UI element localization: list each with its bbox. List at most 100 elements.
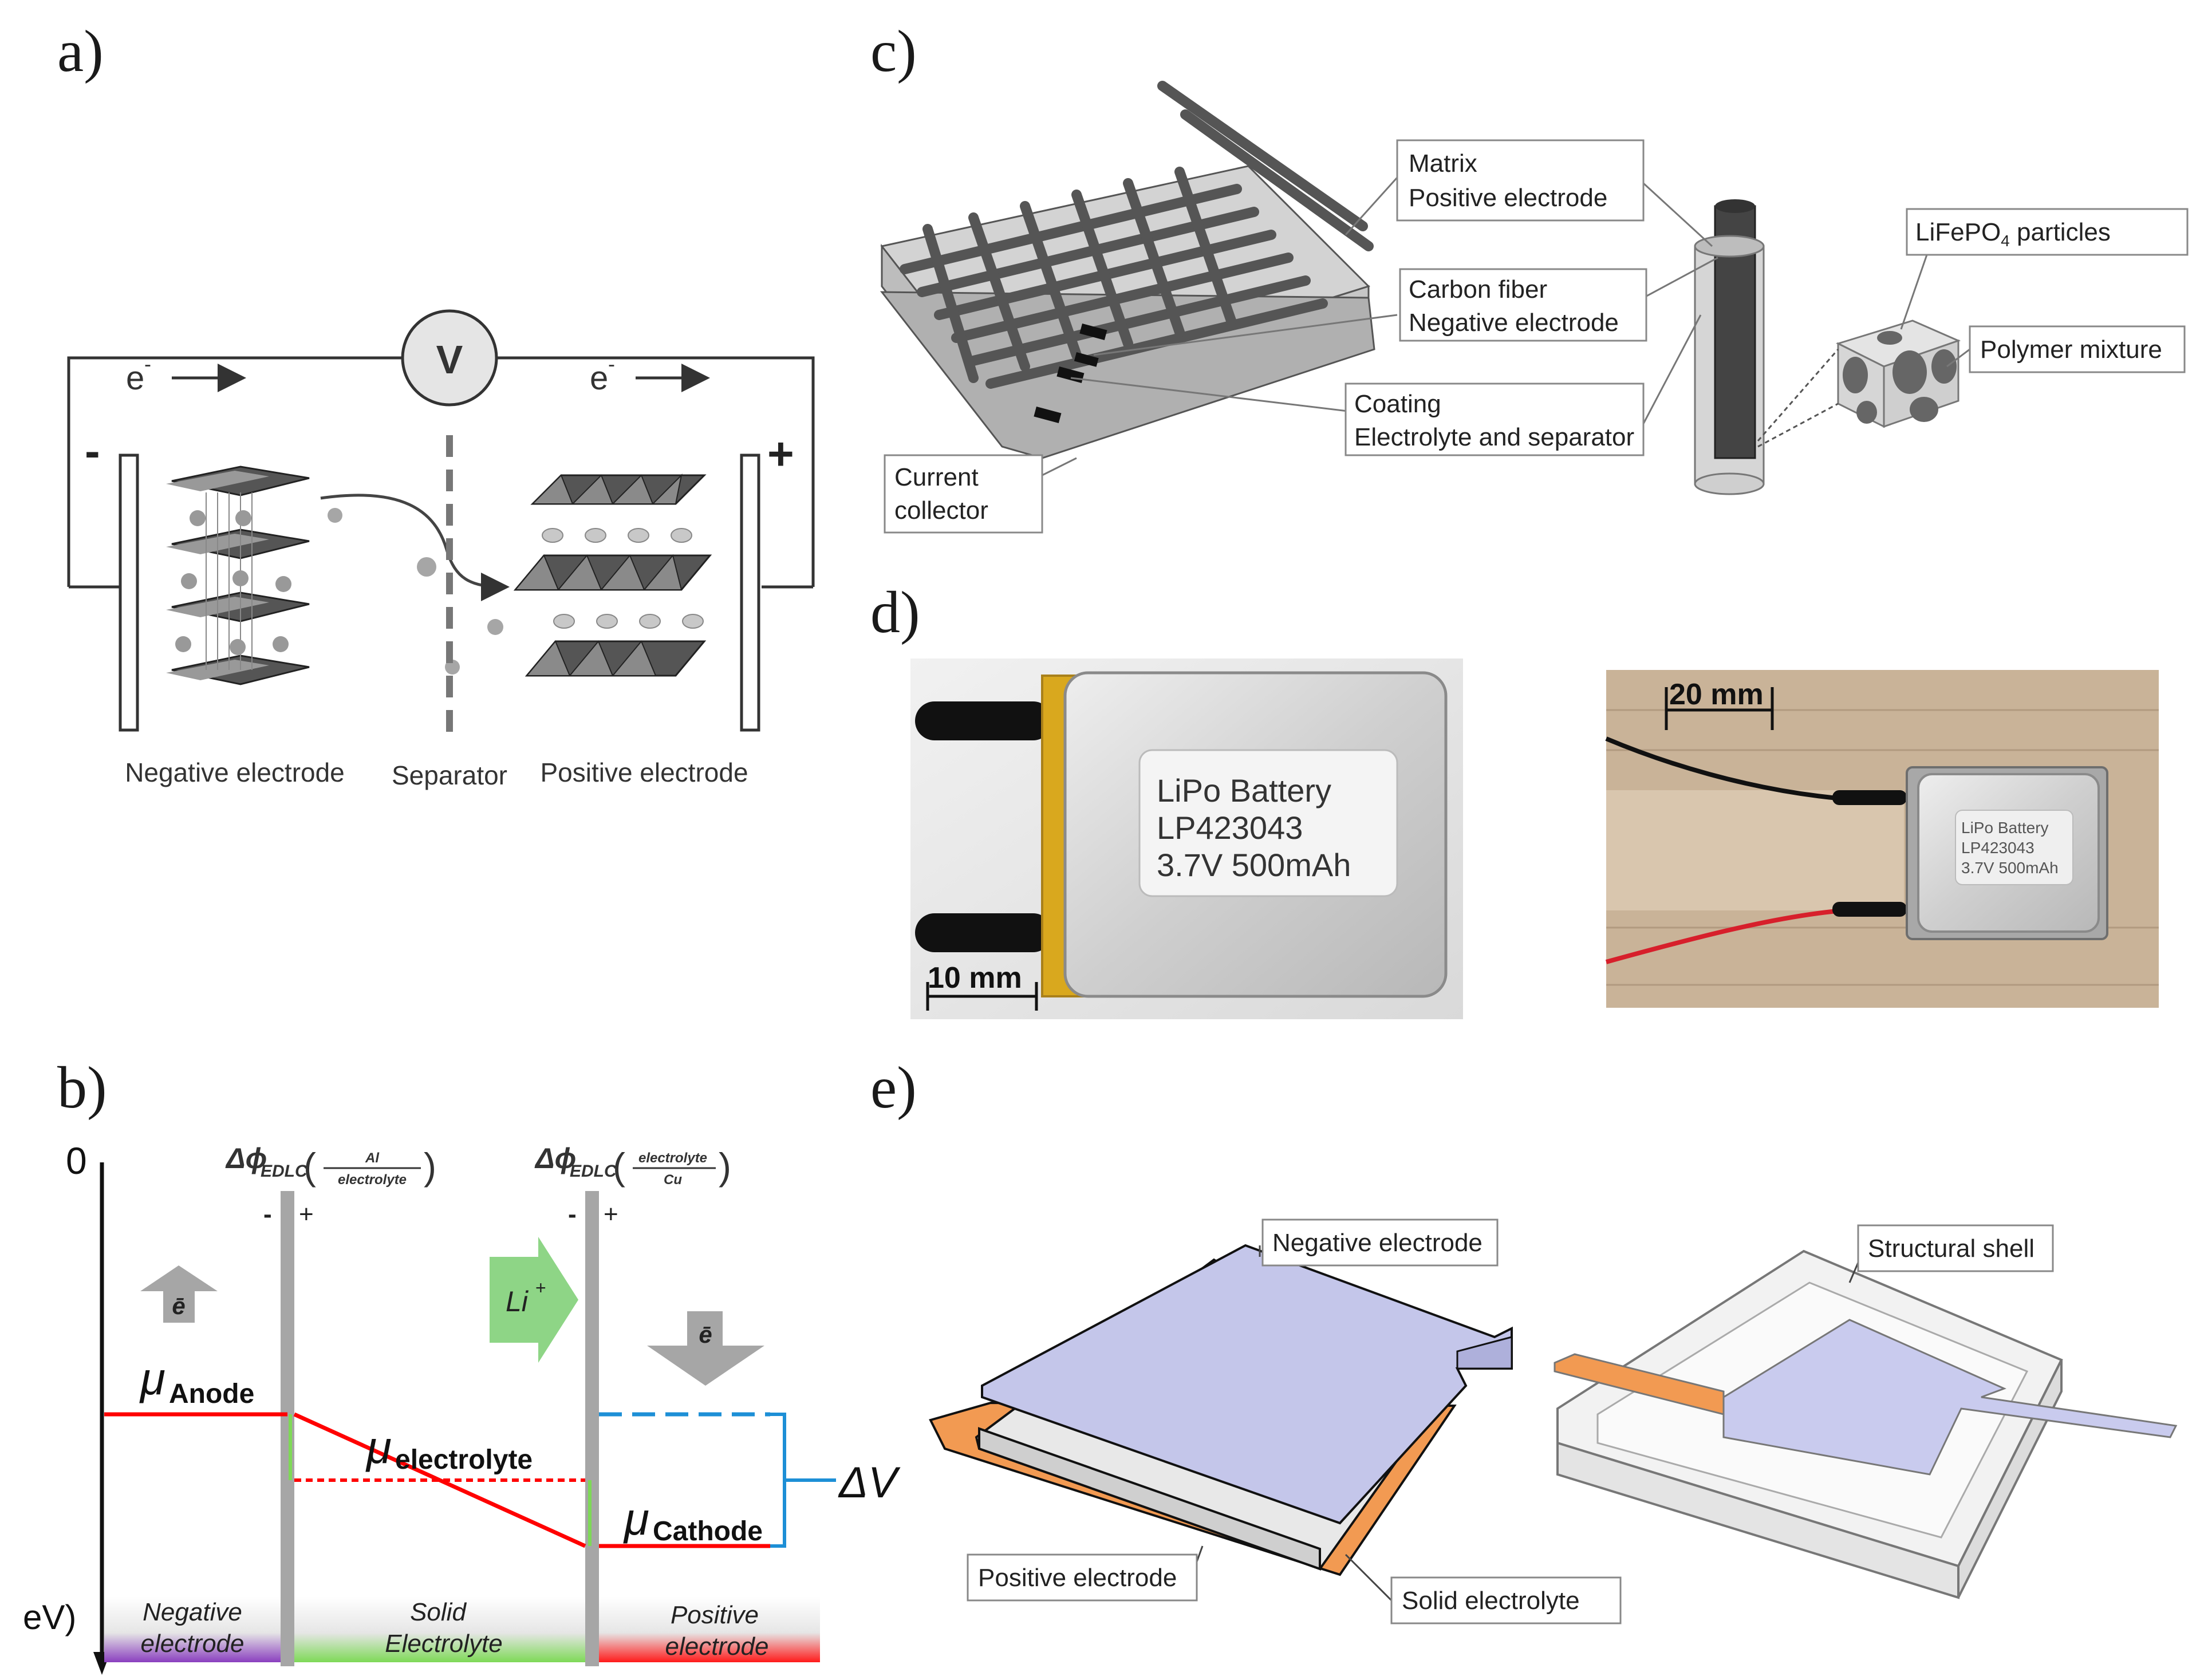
embedded-battery-text-1: LiPo Battery	[1961, 819, 2049, 837]
bar-negative-electrode	[104, 1596, 287, 1662]
wall-left-minus: -	[263, 1200, 272, 1228]
migrating-ions	[328, 508, 503, 675]
panel-a-cell-diagram: V e - e - - +	[67, 309, 815, 790]
edlc2-numerator: electrolyte	[638, 1150, 707, 1166]
bar-positive-electrode	[591, 1596, 820, 1662]
bar-solid-electrolyte	[287, 1596, 591, 1662]
axis-zero-label: 0	[66, 1139, 87, 1182]
solid-electrolyte-text: Solid electrolyte	[1402, 1587, 1580, 1615]
circuit-wire-left	[67, 356, 404, 587]
interface-wall-left	[281, 1191, 294, 1666]
battery-text-2: LP423043	[1157, 810, 1303, 846]
edlc1-delta: Δϕ	[225, 1142, 267, 1174]
layered-oxide-icon	[513, 473, 712, 677]
bar-positive-text-1: Positive	[671, 1601, 759, 1629]
carbon-fibers	[900, 81, 1374, 389]
collector-text-1: Current	[894, 463, 979, 491]
single-fiber-cylinder	[1694, 199, 1765, 495]
wire-red	[1605, 908, 1844, 964]
mu-cathode-sub: Cathode	[653, 1516, 763, 1547]
polymer-text: Polymer mixture	[1980, 336, 2162, 364]
panel-e-laminated-battery: Negative electrode Positive electrode So…	[929, 1218, 2178, 1624]
graphite-layers-icon	[166, 466, 310, 685]
wall-left-plus: +	[299, 1200, 314, 1228]
ion-path-arrow	[320, 494, 510, 601]
particle-cube	[1835, 320, 1961, 428]
panel-b-label: b)	[57, 1055, 107, 1121]
matrix-text-2: Positive electrode	[1409, 184, 1607, 212]
svg-text:LiFePO4 particles: LiFePO4 particles	[1915, 218, 2111, 250]
mu-anode-sub: Anode	[169, 1379, 254, 1409]
positive-electrode-callout	[967, 1553, 1198, 1602]
edlc2-delta: Δϕ	[534, 1142, 576, 1174]
edlc1-numerator: Al	[365, 1150, 380, 1166]
panel-a-label: a)	[57, 18, 104, 84]
minus-sign: -	[85, 425, 100, 476]
shell-negative-electrode	[1722, 1319, 2178, 1476]
collector-text-2: collector	[894, 496, 988, 524]
negative-electrode-callout	[1261, 1218, 1499, 1267]
li-ion-arrow-icon	[490, 1237, 578, 1363]
matrix-callout	[1396, 139, 1645, 222]
coating-text-2: Electrolyte and separator	[1354, 423, 1634, 451]
battery-text-1: LiPo Battery	[1157, 772, 1331, 809]
wall-right-plus: +	[604, 1200, 618, 1228]
voltmeter-label: V	[436, 337, 463, 382]
interface-wall-right	[585, 1191, 599, 1666]
electron-down-arrow-icon	[687, 1311, 723, 1346]
electron-sup-right: -	[608, 352, 615, 376]
bar-negative-text-1: Negative	[143, 1598, 242, 1626]
electron-label-left: e	[126, 360, 144, 397]
matrix-text-1: Matrix	[1409, 149, 1477, 178]
edlc2-paren-close: )	[719, 1145, 731, 1188]
current-collector-callout	[884, 454, 1043, 534]
embed-channel	[1606, 790, 1904, 910]
mu-cathode-symbol: μ	[623, 1493, 649, 1544]
label-negative-electrode: Negative electrode	[125, 758, 345, 787]
particles-text-sub: 4	[2001, 232, 2010, 250]
electron-up-arrow-icon	[140, 1265, 218, 1291]
lifepo4-callout	[1906, 208, 2189, 256]
polymer-callout	[1969, 325, 2186, 373]
bar-negative-text-2: electrode	[140, 1630, 244, 1658]
edlc2-denominator: Cu	[664, 1172, 682, 1188]
plus-sign: +	[767, 428, 794, 479]
edlc1-paren-close: )	[424, 1145, 436, 1188]
negative-collector-plate	[119, 453, 139, 732]
embedded-battery-text-3: 3.7V 500mAh	[1961, 859, 2059, 877]
wire-black	[1605, 736, 1844, 801]
edlc1-paren-open: (	[303, 1145, 316, 1188]
battery-tab-top	[915, 701, 1052, 740]
axis-ev-label: eV)	[23, 1598, 76, 1636]
panel-d-label: d)	[870, 579, 920, 645]
label-separator: Separator	[392, 760, 507, 790]
bar-positive-text-2: electrode	[665, 1632, 768, 1661]
positive-collector-plate	[740, 453, 760, 732]
panel-c-structural-battery: Matrix Positive electrode Carbon fiber N…	[880, 81, 2189, 534]
voltmeter-icon	[401, 309, 498, 407]
shell-positive-tab	[1554, 1353, 1725, 1415]
circuit-wire-right	[495, 356, 815, 587]
structural-shell-callout	[1857, 1224, 2054, 1272]
delta-v-bracket	[770, 1413, 786, 1548]
mu-anode-symbol: μ	[139, 1353, 165, 1404]
mu-electrolyte-symbol: μ	[365, 1422, 392, 1473]
battery-text-3: 3.7V 500mAh	[1157, 847, 1351, 883]
bar-solid-text-1: Solid	[410, 1598, 467, 1626]
scale-label-10mm: 10 mm	[928, 961, 1022, 995]
negative-electrode-text: Negative electrode	[1272, 1229, 1483, 1257]
positive-electrode-text: Positive electrode	[978, 1564, 1177, 1592]
fiber-text-1: Carbon fiber	[1409, 275, 1547, 303]
panel-e-label: e)	[870, 1055, 917, 1121]
electron-sup-left: -	[144, 352, 151, 376]
solid-electrolyte-callout	[1390, 1576, 1622, 1624]
electron-down-label: ē	[699, 1321, 712, 1348]
embedded-battery-text-2: LP423043	[1961, 839, 2035, 857]
li-ion-sup: +	[535, 1277, 546, 1298]
label-positive-electrode: Positive electrode	[540, 758, 748, 787]
particles-text-b: particles	[2010, 218, 2111, 246]
edlc2-paren-open: (	[613, 1145, 625, 1188]
electrolyte-level-line	[293, 1412, 586, 1548]
panel-c-label: c)	[870, 18, 917, 84]
battery-tab-bottom	[915, 913, 1052, 952]
